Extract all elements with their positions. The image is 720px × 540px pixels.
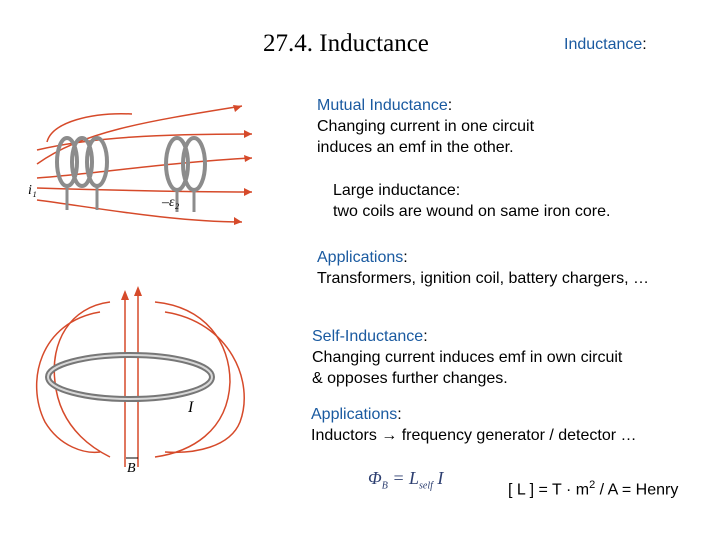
applications-text-1: Transformers, ignition coil, battery cha…	[317, 270, 649, 287]
colon: :	[423, 328, 428, 345]
colon: :	[447, 97, 453, 114]
mutual-line-1: Changing current in one circuit	[317, 118, 535, 135]
inductors-text: Inductors	[311, 427, 382, 444]
flux-formula: ΦB = Lself I	[368, 468, 443, 492]
large-inductance-block: Large inductance: two coils are wound on…	[333, 180, 610, 222]
field-lines	[36, 105, 253, 223]
henry-units: [ L ] = T · m2 / A = Henry	[508, 479, 678, 499]
current-label: I	[187, 399, 194, 416]
magnetic-field-label: B	[127, 461, 136, 476]
self-inductance-figure: I B	[36, 286, 245, 476]
formula-equals-l: = L	[387, 468, 419, 488]
inductance-term: Inductance	[564, 36, 643, 53]
units-exponent: 2	[589, 479, 596, 491]
units-left: [ L ] = T · m	[508, 481, 590, 499]
self-line-2: & opposes further changes.	[312, 370, 508, 387]
right-arrow-icon: →	[381, 427, 398, 444]
phi-subscript: B	[381, 480, 388, 492]
inductance-header: Inductance:	[564, 34, 647, 55]
self-line-1: Changing current induces emf in own circ…	[312, 349, 623, 366]
units-right: / A = Henry	[595, 481, 679, 499]
formula-current: I	[432, 468, 444, 488]
applications-term-1: Applications	[317, 249, 404, 266]
colon: :	[642, 36, 647, 53]
large-line-2: two coils are wound on same iron core.	[333, 203, 611, 220]
generator-text: frequency generator / detector …	[397, 427, 637, 444]
self-inductance-block: Self-Inductance: Changing current induce…	[312, 326, 622, 389]
loop-field-lines	[36, 290, 245, 467]
mutual-inductance-block: Mutual Inductance: Changing current in o…	[317, 95, 534, 158]
mutual-inductance-term: Mutual Inductance	[317, 97, 448, 114]
large-line-1: Large inductance:	[333, 182, 461, 199]
l-subscript: self	[418, 480, 433, 492]
applications-term-2: Applications	[311, 406, 398, 423]
phi-symbol: Φ	[368, 468, 382, 488]
applications-block-1: Applications: Transformers, ignition coi…	[317, 247, 649, 289]
self-inductance-term: Self-Inductance	[312, 328, 424, 345]
applications-block-2: Applications: Inductors → frequency gene…	[311, 404, 637, 446]
mutual-inductance-figure: i₁ –ε₂	[28, 105, 253, 225]
colon: :	[403, 249, 408, 266]
colon: :	[397, 406, 402, 423]
emf-e2-label: –ε₂	[161, 195, 180, 210]
mutual-line-2: induces an emf in the other.	[317, 139, 514, 156]
applications-text-2: Inductors → frequency generator / detect…	[311, 425, 637, 446]
current-i1-label: i₁	[28, 183, 37, 198]
page-title: 27.4. Inductance	[263, 30, 429, 57]
